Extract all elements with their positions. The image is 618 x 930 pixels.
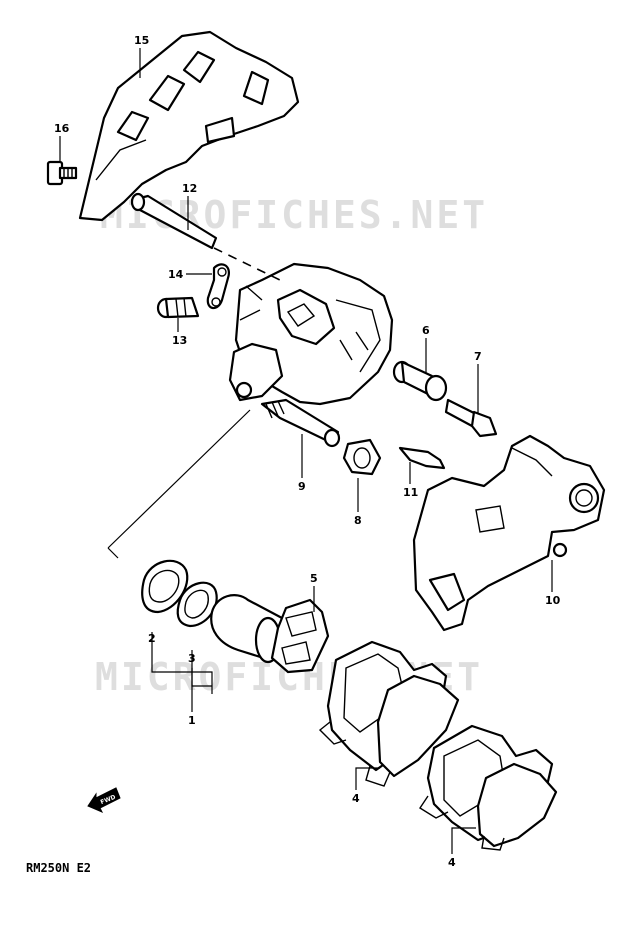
bushing-part	[392, 360, 448, 402]
callout-13: 13	[172, 334, 187, 347]
callout-3: 3	[188, 652, 196, 665]
caliper-body-part	[228, 262, 394, 406]
callout-7: 7	[474, 350, 482, 363]
piston-part	[210, 594, 284, 664]
callout-14: 14	[168, 268, 184, 281]
callout-5: 5	[310, 572, 318, 585]
assembly-line-left	[107, 409, 251, 549]
caliper-bracket-part	[412, 434, 606, 632]
caliper-pin-part	[130, 192, 218, 250]
bleeder-valve-part	[156, 296, 200, 319]
pad-spring-part	[398, 446, 446, 470]
callout-9: 9	[298, 480, 306, 493]
caliper-guard-part	[78, 30, 300, 222]
callout-15: 15	[134, 34, 149, 47]
pin-boot-part	[342, 438, 382, 476]
callout-11: 11	[403, 486, 418, 499]
callout-8: 8	[354, 514, 362, 527]
callout-10: 10	[545, 594, 561, 607]
slide-pin-part	[260, 398, 341, 448]
callout-12: 12	[182, 182, 197, 195]
callout-16: 16	[54, 122, 70, 135]
leader-lines	[59, 48, 553, 854]
diagram-caption: RM250N E2	[26, 861, 91, 875]
brake-pad-set-upper-part	[318, 640, 460, 787]
callout-1: 1	[188, 714, 196, 727]
forward-arrow-icon: FWD	[87, 787, 121, 813]
callout-2: 2	[148, 632, 156, 645]
brake-pad-set-lower-part	[419, 724, 558, 851]
assembly-line-pin	[213, 247, 285, 283]
guard-bolt-part	[46, 160, 78, 186]
callout-4-lower: 4	[448, 856, 456, 869]
callout-4-upper: 4	[352, 792, 360, 805]
callout-6: 6	[422, 324, 430, 337]
mount-bolt-part	[444, 398, 498, 438]
bleeder-cap-part	[206, 263, 230, 310]
assembly-line-left-end	[107, 547, 119, 559]
